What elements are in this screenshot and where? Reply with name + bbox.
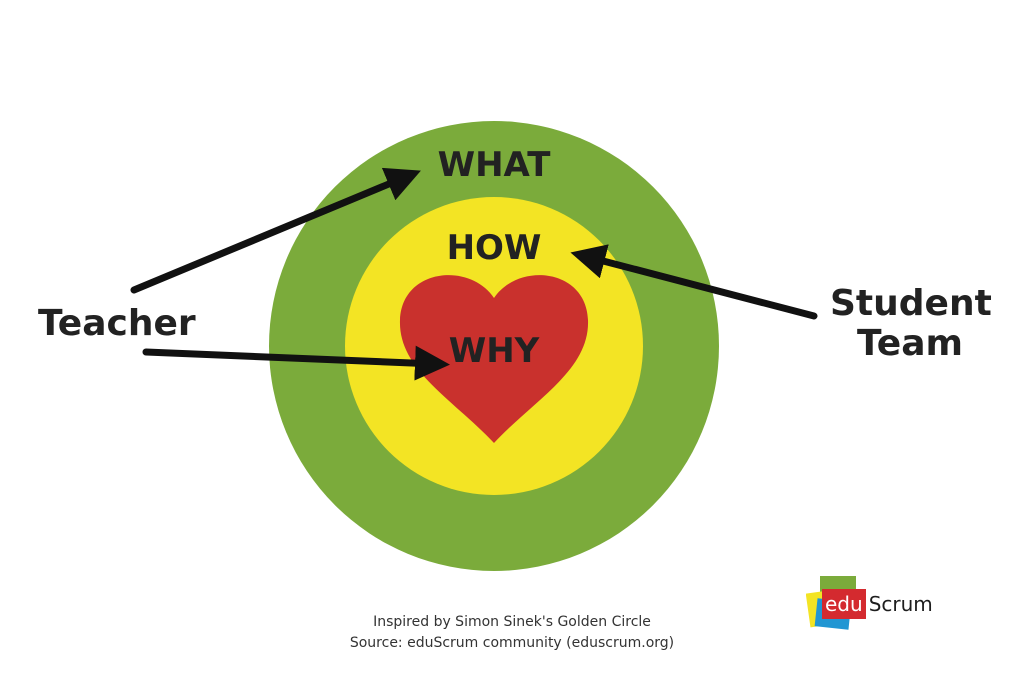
- heart-icon: [399, 275, 589, 443]
- student-team-line-1: Student: [830, 283, 992, 324]
- logo-text-edu: edu: [822, 589, 866, 619]
- student-team-label: Student Team: [830, 283, 992, 364]
- arrow-teacher-to-why: [142, 345, 450, 381]
- ring-label-what: WHAT: [438, 145, 552, 185]
- student-team-line-2: Team: [857, 323, 963, 364]
- arrow-student-team-to-how: [570, 244, 818, 320]
- arrow-teacher-to-what: [130, 167, 421, 294]
- teacher-label: Teacher: [38, 303, 196, 344]
- logo-text-scrum: Scrum: [868, 592, 933, 616]
- caption-inspiration: Inspired by Simon Sinek's Golden Circle: [373, 614, 651, 630]
- caption-source: Source: eduScrum community (eduscrum.org…: [349, 635, 675, 651]
- ring-label-why: WHY: [449, 331, 540, 371]
- ring-label-how: HOW: [447, 228, 542, 268]
